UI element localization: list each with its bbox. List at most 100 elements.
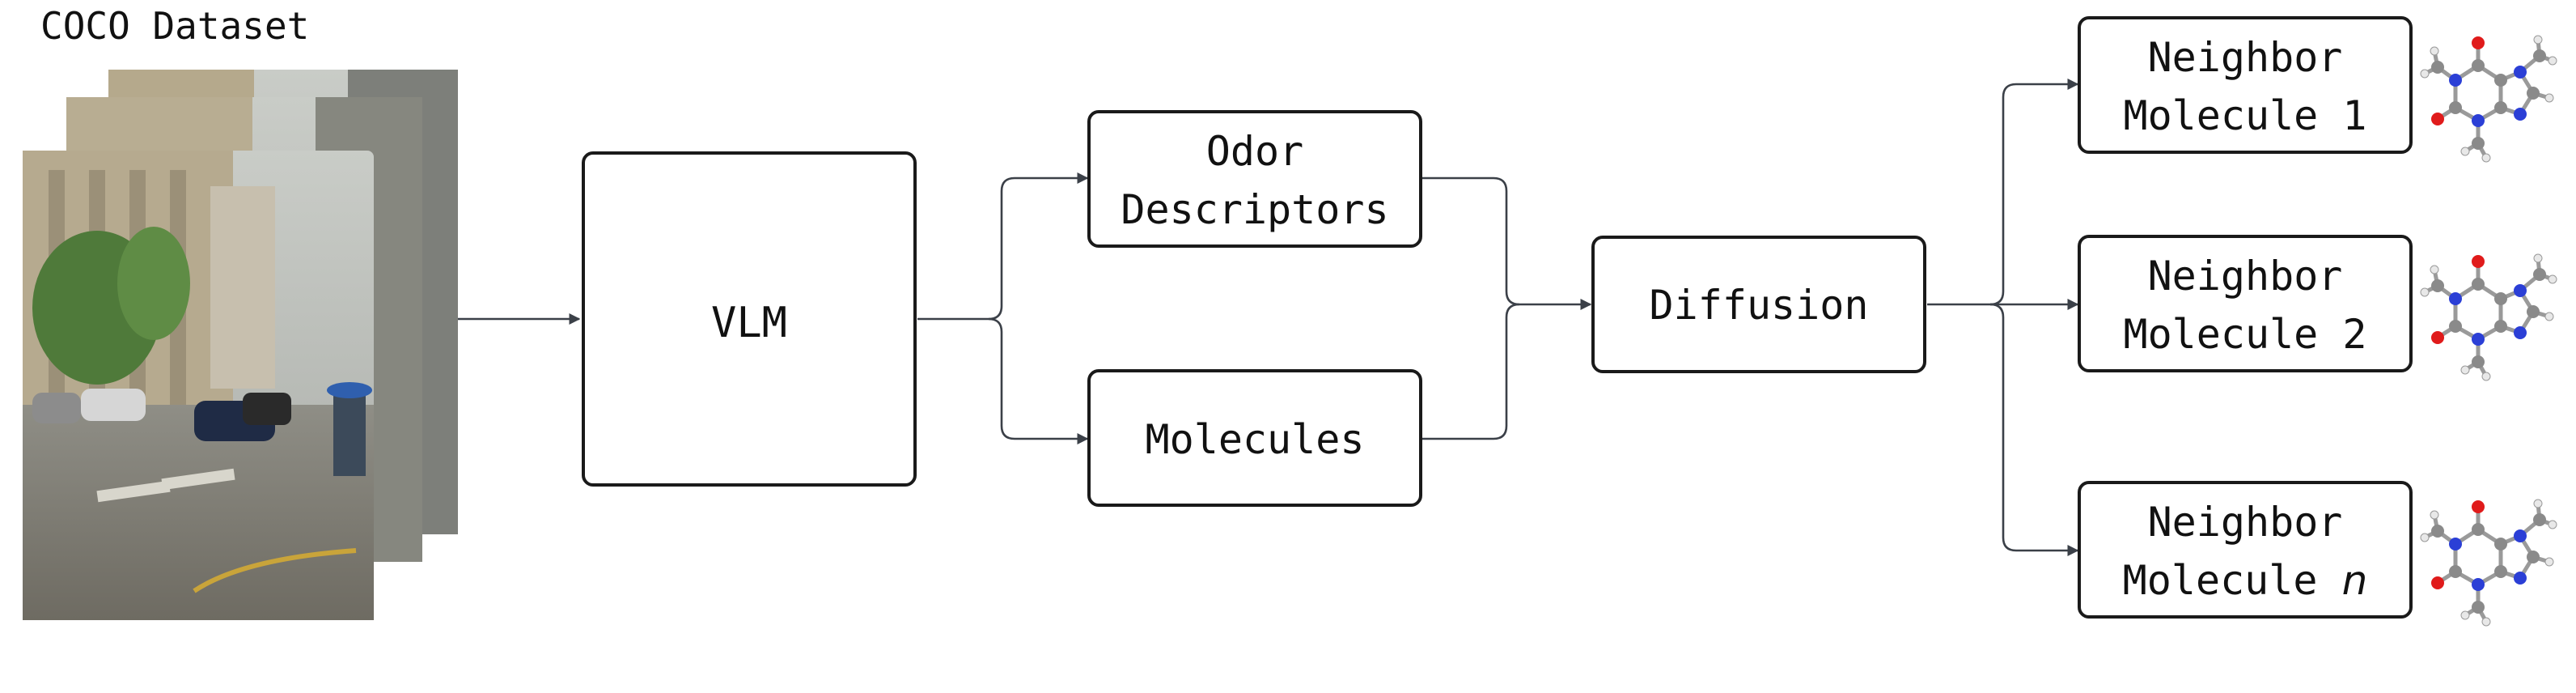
molecule-atom — [2460, 610, 2470, 620]
molecule-atom — [2472, 137, 2485, 150]
neighbor-label-line2: Molecule 2 — [2123, 311, 2366, 358]
molecules-label: Molecules — [1146, 416, 1365, 463]
molecule-atom — [2420, 287, 2430, 297]
neighbor-label-line2: Molecule n — [2123, 557, 2368, 604]
molecule-atom — [2431, 61, 2444, 74]
molecule-atom — [2431, 113, 2444, 125]
molecule-atom — [2449, 538, 2462, 551]
molecule-atom — [2472, 500, 2485, 513]
molecule-atom — [2420, 533, 2430, 542]
molecule-atom — [2420, 69, 2430, 79]
molecule-atom — [2494, 101, 2507, 114]
molecule-atom — [2431, 331, 2444, 344]
molecule-atom — [2431, 576, 2444, 589]
molecule-atom — [2472, 36, 2485, 49]
molecule-atom — [2430, 265, 2439, 274]
neighbor-label-index: 2 — [2342, 311, 2366, 358]
molecule-atom — [2533, 499, 2543, 508]
molecule-atom — [2514, 108, 2527, 121]
molecule-atom — [2460, 365, 2470, 375]
molecule-icon — [2420, 499, 2557, 627]
odor-descriptors-label-line2: Descriptors — [1121, 186, 1388, 233]
molecule-atom — [2514, 529, 2527, 542]
molecule-atom — [2544, 93, 2554, 103]
molecule-atom — [2548, 274, 2557, 284]
edge-diffusion-to-neighbor-1 — [1927, 79, 2079, 306]
molecule-atom — [2472, 355, 2485, 368]
molecule-atom — [2533, 268, 2546, 281]
edge-odor-to-diffusion — [1422, 176, 1592, 310]
molecule-atom — [2472, 523, 2485, 536]
molecule-atom — [2514, 284, 2527, 297]
dataset-title: COCO Dataset — [40, 4, 309, 48]
molecule-atom — [2527, 551, 2540, 563]
vlm-node: VLM — [582, 151, 917, 487]
molecule-atom — [2494, 74, 2507, 87]
molecule-icon — [2420, 35, 2557, 163]
molecule-atom — [2430, 510, 2439, 520]
odor-descriptors-label-line1: Odor — [1206, 128, 1303, 175]
molecule-atom — [2481, 617, 2491, 627]
diffusion-node: Diffusion — [1591, 236, 1926, 373]
molecule-atom — [2514, 66, 2527, 79]
molecule-atom — [2514, 326, 2527, 339]
molecule-atom — [2494, 320, 2507, 333]
molecule-atom — [2548, 56, 2557, 66]
molecule-atom — [2472, 278, 2485, 291]
molecule-atom — [2548, 520, 2557, 529]
molecule-atom — [2472, 59, 2485, 72]
neighbor-label-line1: Neighbor — [2148, 499, 2343, 546]
edge-diffusion-to-neighbor-n — [1989, 303, 2079, 556]
vlm-label: VLM — [711, 299, 787, 347]
molecule-atom — [2544, 312, 2554, 321]
molecule-atom — [2494, 292, 2507, 305]
molecule-atom — [2460, 147, 2470, 156]
molecule-atom — [2431, 525, 2444, 538]
molecule-atom — [2449, 74, 2462, 87]
molecule-atom — [2494, 565, 2507, 578]
neighbor-molecule-node: Neighbor Molecule 2 — [2078, 235, 2413, 372]
neighbor-label-line1: Neighbor — [2148, 253, 2343, 300]
edges — [458, 79, 2079, 556]
molecule-atom — [2430, 46, 2439, 56]
neighbor-label-line2: Molecule 1 — [2123, 92, 2366, 139]
diffusion-label: Diffusion — [1650, 282, 1869, 329]
molecule-icon — [2420, 253, 2557, 381]
molecule-atom — [2533, 253, 2543, 263]
molecule-atom — [2514, 572, 2527, 585]
neighbor-molecule-node: Neighbor Molecule n — [2078, 481, 2413, 619]
dataset-image-front — [23, 151, 374, 620]
odor-descriptors-node: Odor Descriptors — [1087, 110, 1422, 248]
molecule-atom — [2533, 513, 2546, 526]
neighbor-molecule-node: Neighbor Molecule 1 — [2078, 16, 2413, 154]
molecule-atom — [2481, 153, 2491, 163]
neighbor-label-line1: Neighbor — [2148, 34, 2343, 81]
molecule-atom — [2472, 578, 2485, 591]
molecule-atom — [2527, 305, 2540, 318]
neighbor-label-word: Molecule — [2123, 92, 2318, 139]
molecule-atom — [2472, 601, 2485, 614]
molecule-atom — [2527, 87, 2540, 100]
neighbor-label-index: 1 — [2342, 92, 2366, 139]
molecule-atom — [2449, 292, 2462, 305]
molecule-atom — [2472, 333, 2485, 346]
edge-vlm-to-molecules — [988, 317, 1089, 444]
neighbor-label-index: n — [2342, 557, 2368, 604]
molecule-atom — [2449, 565, 2462, 578]
molecule-atom — [2431, 279, 2444, 292]
molecule-atom — [2533, 49, 2546, 62]
molecule-atom — [2472, 255, 2485, 268]
edge-vlm-to-odor — [917, 172, 1089, 321]
molecule-atom — [2533, 35, 2543, 45]
molecule-atom — [2481, 372, 2491, 381]
molecule-atom — [2449, 101, 2462, 114]
molecule-atom — [2544, 557, 2554, 567]
dataset-image-stack — [23, 70, 458, 620]
molecules-node: Molecules — [1087, 369, 1422, 507]
neighbor-label-word: Molecule — [2123, 311, 2318, 358]
molecule-atom — [2494, 538, 2507, 551]
neighbor-label-word: Molecule — [2123, 557, 2318, 604]
molecule-atom — [2472, 114, 2485, 127]
molecule-atom — [2449, 320, 2462, 333]
